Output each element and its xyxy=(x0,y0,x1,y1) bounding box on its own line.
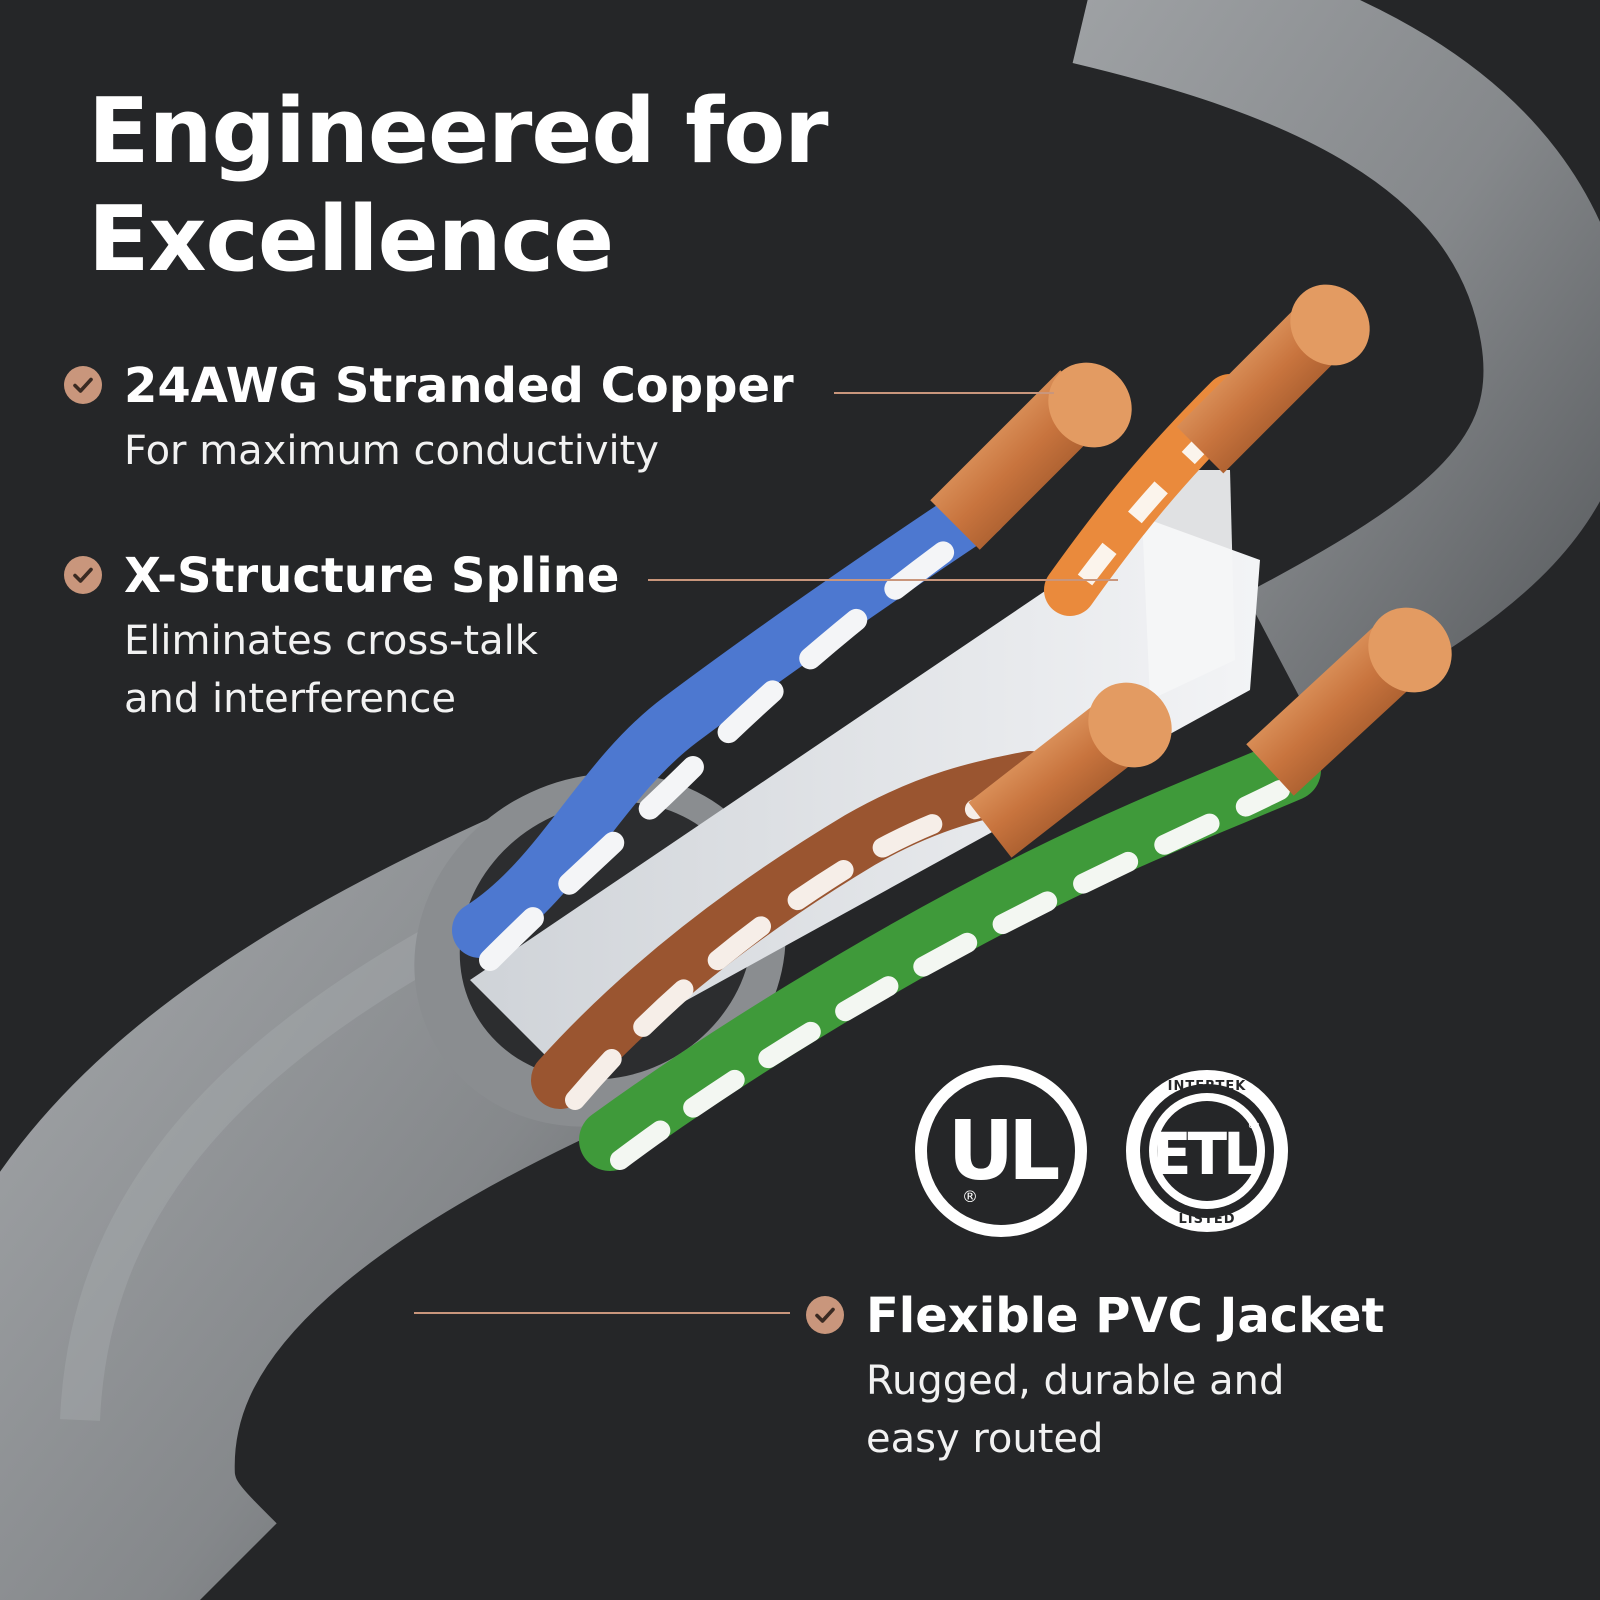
svg-text:CM: CM xyxy=(1249,1122,1260,1130)
feature-title: 24AWG Stranded Copper xyxy=(124,358,794,414)
copper-conductor-blue xyxy=(930,362,1132,550)
leader-line-spline xyxy=(648,579,1118,581)
svg-text:INTERTEK: INTERTEK xyxy=(1168,1079,1247,1094)
svg-text:ETL: ETL xyxy=(1152,1120,1259,1188)
feature-title: Flexible PVC Jacket xyxy=(866,1288,1385,1344)
green-pair-stripe xyxy=(610,780,1290,1170)
svg-text:UL: UL xyxy=(948,1104,1060,1199)
x-spline xyxy=(470,520,1260,1070)
feature-description: For maximum conductivity xyxy=(124,428,659,474)
feature-title: X-Structure Spline xyxy=(124,548,620,604)
svg-text:®: ® xyxy=(962,1187,978,1206)
brown-pair-stripe xyxy=(565,790,1030,1110)
jacket-upper-segment xyxy=(1072,0,1600,727)
feature-description: Rugged, durable and easy routed xyxy=(866,1358,1285,1462)
feature-description: Eliminates cross-talk and interference xyxy=(124,618,538,722)
blue-pair-stripe xyxy=(479,529,971,971)
copper-conductor-green xyxy=(1246,607,1452,796)
copper-conductor-brown xyxy=(968,682,1172,858)
check-circle-icon xyxy=(806,1296,844,1334)
green-pair-wire xyxy=(579,739,1321,1171)
check-circle-icon xyxy=(64,556,102,594)
leader-line-copper xyxy=(834,392,1054,394)
ul-certification-logo: UL ® xyxy=(915,1065,1087,1237)
title-line-1: Engineered for xyxy=(88,79,829,184)
svg-text:LISTED: LISTED xyxy=(1178,1212,1235,1227)
page-title: Engineered for Excellence xyxy=(88,78,829,294)
etl-certification-logo: INTERTEK LISTED ETL CM xyxy=(1126,1070,1288,1232)
x-spline-fin xyxy=(1140,470,1235,700)
copper-conductor-orange xyxy=(1176,284,1370,474)
leader-line-jacket xyxy=(414,1312,790,1314)
title-line-2: Excellence xyxy=(88,187,614,292)
jacket-lower-segment xyxy=(0,798,666,1600)
check-circle-icon xyxy=(64,366,102,404)
jacket-lower-highlight xyxy=(60,882,529,1421)
brown-pair-wire xyxy=(531,751,1059,1109)
